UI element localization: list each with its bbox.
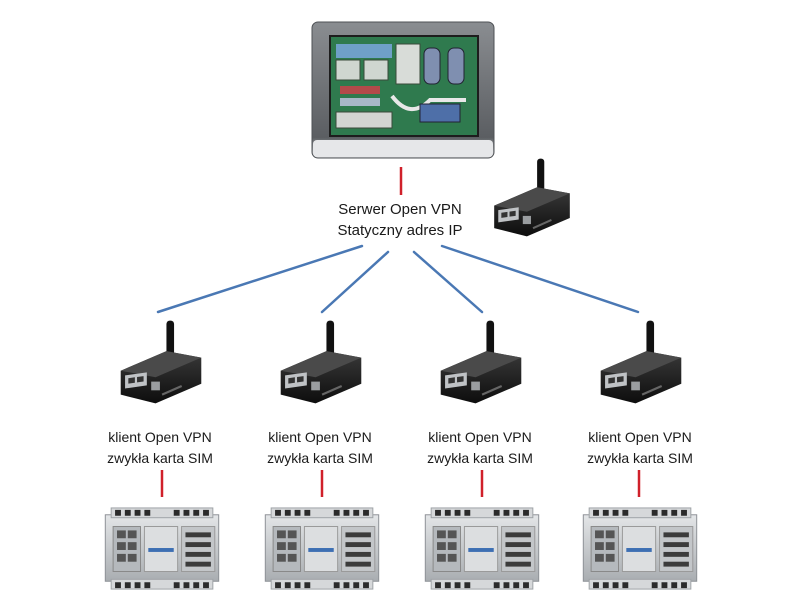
client-label-line1: klient Open VPN bbox=[588, 429, 692, 445]
network-links bbox=[156, 244, 640, 314]
plc-controller-icon-1 bbox=[104, 507, 220, 590]
client-label: klient Open VPN zwykła karta SIM bbox=[565, 427, 715, 469]
plc-controller-icon-4 bbox=[582, 507, 698, 590]
server-label: Serwer Open VPN Statyczny adres IP bbox=[300, 199, 500, 241]
device-links bbox=[160, 470, 641, 497]
client-label-line1: klient Open VPN bbox=[268, 429, 372, 445]
client-router-icon-2 bbox=[279, 319, 363, 405]
client-router-icon-3 bbox=[439, 319, 523, 405]
plc-controller-icon-2 bbox=[264, 507, 380, 590]
client-label: klient Open VPN zwykła karta SIM bbox=[405, 427, 555, 469]
server-label-line2: Statyczny adres IP bbox=[337, 222, 463, 239]
client-label: klient Open VPN zwykła karta SIM bbox=[85, 427, 235, 469]
client-router-icon-4 bbox=[599, 319, 683, 405]
client-label-line2: zwykła karta SIM bbox=[587, 450, 693, 466]
hmi-touch-panel-icon bbox=[311, 21, 495, 159]
client-label-line1: klient Open VPN bbox=[108, 429, 212, 445]
client-label-line2: zwykła karta SIM bbox=[267, 450, 373, 466]
network-link-4 bbox=[440, 244, 640, 314]
server-label-line1: Serwer Open VPN bbox=[338, 201, 462, 218]
client-label-line2: zwykła karta SIM bbox=[427, 450, 533, 466]
client-label: klient Open VPN zwykła karta SIM bbox=[245, 427, 395, 469]
client-label-line1: klient Open VPN bbox=[428, 429, 532, 445]
network-link-3 bbox=[412, 250, 484, 314]
client-label-line2: zwykła karta SIM bbox=[107, 450, 213, 466]
network-link-1 bbox=[156, 244, 364, 314]
network-link-2 bbox=[320, 250, 390, 314]
server-router-icon bbox=[493, 157, 571, 238]
client-router-icon-1 bbox=[119, 319, 203, 405]
plc-controller-icon-3 bbox=[424, 507, 540, 590]
